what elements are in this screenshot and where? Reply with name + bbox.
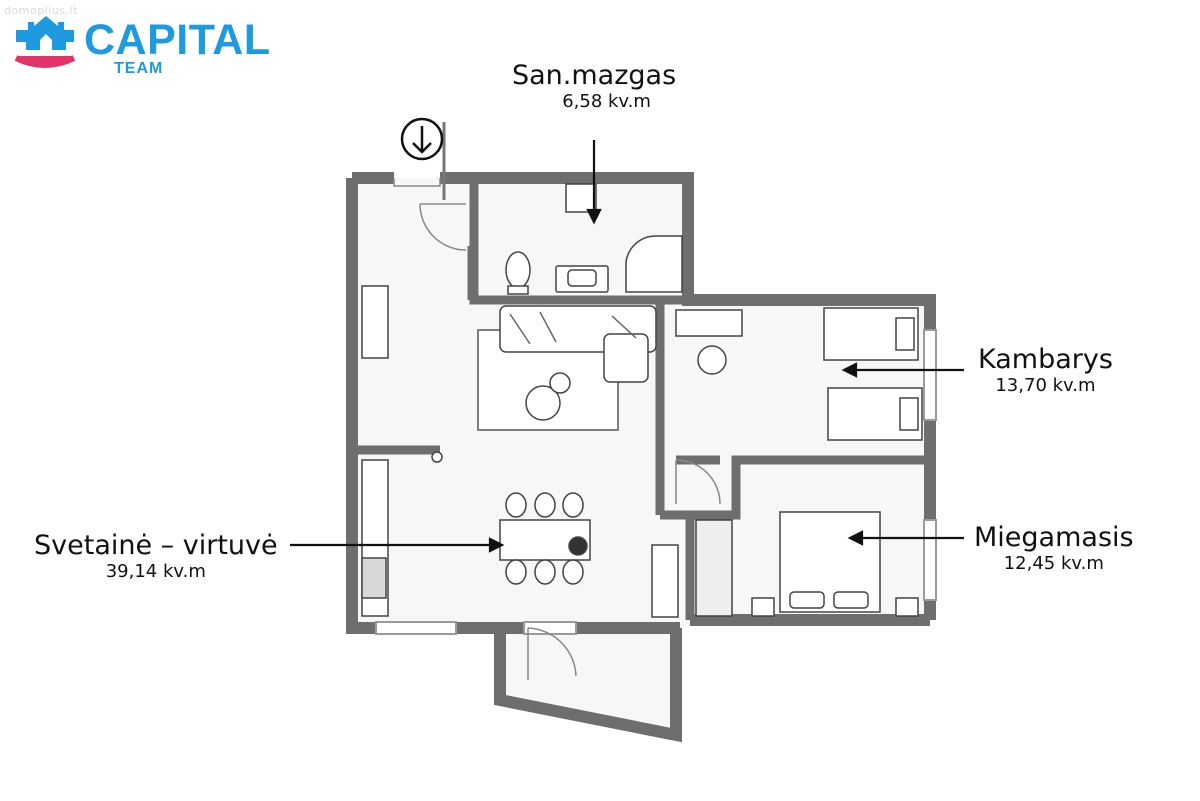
doors: [393, 122, 721, 680]
toilet: [505, 251, 531, 289]
nightstand-right: [895, 597, 919, 617]
interior-walls: [352, 178, 930, 620]
wardrobe: [695, 519, 733, 617]
brand-subtitle: TEAM: [114, 60, 164, 77]
room-furniture: [675, 307, 923, 441]
brand-name: CAPITAL: [84, 16, 271, 64]
chair: [697, 345, 727, 375]
coffee-table: [525, 385, 561, 421]
room-name: Kambarys: [978, 344, 1113, 375]
room-area: 13,70 kv.m: [995, 375, 1096, 396]
desk: [675, 309, 743, 337]
sideboard: [651, 544, 679, 618]
room-name: Svetainė – virtuvė: [34, 530, 278, 561]
washing-machine: [565, 183, 597, 213]
bedroom-furniture: [695, 511, 919, 617]
room-name: San.mazgas: [512, 60, 677, 91]
entrance-down-arrow-icon: [400, 117, 444, 161]
room-area: 39,14 kv.m: [105, 561, 206, 582]
watermark: domoplius.lt: [4, 4, 78, 17]
nightstand-left: [751, 597, 775, 617]
room-area: 12,45 kv.m: [1003, 553, 1104, 574]
tv-cabinet: [361, 285, 389, 359]
bathroom-fixtures: [505, 183, 683, 295]
house-book-logo-icon: [14, 16, 76, 68]
dining-set: [499, 492, 679, 618]
room-name: Miegamasis: [974, 522, 1134, 553]
windows: [375, 329, 937, 635]
label-living-kitchen: Svetainė – virtuvė 39,14 kv.m: [34, 530, 278, 582]
label-bedroom: Miegamasis 12,45 kv.m: [974, 522, 1134, 574]
brand-logo: CAPITAL TEAM: [14, 12, 284, 78]
shower: [625, 235, 683, 293]
label-leaders: [290, 140, 964, 553]
label-room: Kambarys 13,70 kv.m: [978, 344, 1113, 396]
room-area: 6,58 kv.m: [562, 91, 651, 112]
living-furniture: [361, 285, 657, 617]
label-bathroom: San.mazgas 6,58 kv.m: [512, 60, 676, 112]
